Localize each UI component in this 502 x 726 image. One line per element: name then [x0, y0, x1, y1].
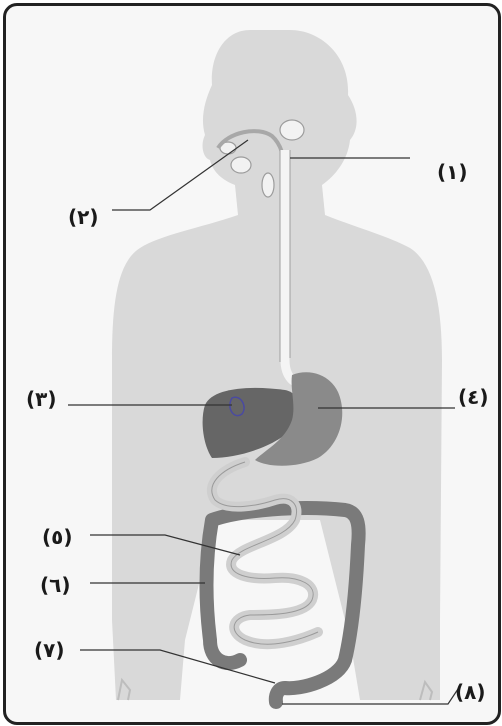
label-8: (٨)	[455, 680, 486, 704]
label-1: (١)	[437, 160, 468, 184]
body-silhouette	[112, 30, 442, 700]
label-5: (٥)	[42, 525, 73, 549]
label-7: (٧)	[34, 638, 65, 662]
label-4: (٤)	[458, 385, 489, 409]
label-6: (٦)	[40, 573, 71, 597]
label-3: (٣)	[26, 387, 57, 411]
label-2: (٢)	[68, 205, 99, 229]
